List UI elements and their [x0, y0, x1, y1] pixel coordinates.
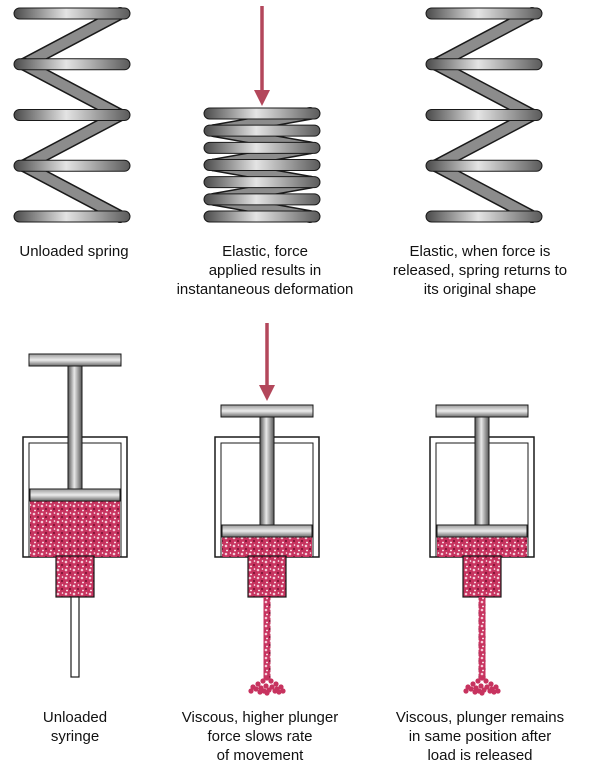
spring-coil-bar — [13, 210, 131, 223]
spring-unloaded — [13, 7, 131, 223]
spring-coil-diagonal-fill — [19, 8, 125, 70]
syringe-nozzle — [247, 555, 287, 598]
fluid-droplet — [488, 681, 494, 687]
fluid-droplet — [491, 689, 497, 695]
fluid-droplet — [255, 681, 261, 687]
fluid-droplets — [248, 675, 286, 696]
spring-coil-bar — [203, 193, 321, 206]
fluid-droplet — [468, 686, 474, 692]
fluid-droplet — [278, 684, 284, 690]
fluid-droplet — [483, 678, 489, 684]
fluid-droplet — [272, 688, 278, 694]
spring-coil-bar — [425, 7, 543, 20]
syringe-piston-head — [29, 488, 121, 502]
spring-coil-diagonal-fill — [431, 59, 537, 120]
fluid-droplet — [475, 678, 481, 684]
fluid-droplet — [479, 690, 485, 696]
fluid-droplet — [273, 681, 279, 687]
spring-coil-bar — [203, 141, 321, 154]
syringe-viscous-loaded — [214, 404, 320, 696]
spring-coil-diagonal-fill — [19, 110, 125, 171]
force-arrow-head — [259, 385, 275, 401]
fluid-droplet — [263, 683, 269, 689]
spring-coil-bar — [13, 109, 131, 121]
spring-coil-bar — [425, 210, 543, 223]
syringe-needle-flow — [263, 597, 271, 679]
syringe-viscous-released — [429, 404, 535, 696]
syringe-thumb-plate — [220, 404, 314, 418]
fluid-droplet — [253, 686, 259, 692]
fluid-droplet — [280, 688, 286, 694]
spring-coil-bar — [13, 7, 131, 20]
fluid-droplet — [276, 689, 282, 695]
syringe-nozzle — [462, 555, 502, 598]
spring-elastic-released — [425, 7, 543, 223]
fluid-droplet — [487, 688, 493, 694]
fluid-droplet — [463, 688, 469, 694]
syringe-piston-head — [221, 524, 313, 538]
syringes-row — [22, 323, 535, 696]
spring-coil-diagonal-fill — [431, 160, 537, 222]
caption-spring-unloaded: Unloaded spring — [19, 243, 129, 260]
spring-coil-bar — [203, 210, 321, 223]
syringe-unloaded — [22, 353, 128, 678]
fluid-droplets — [463, 675, 501, 696]
spring-coil-bar — [425, 159, 543, 172]
force-arrow-head — [254, 90, 270, 106]
caption-syringe-unloaded: Unloaded syringe — [42, 709, 108, 745]
syringe-thumb-plate — [28, 353, 122, 367]
syringe-fluid-barrel — [437, 537, 527, 557]
force-arrow-syringe — [259, 323, 275, 401]
spring-coil-bar — [425, 58, 543, 71]
spring-coil-bar — [203, 176, 321, 189]
spring-elastic-loaded — [203, 107, 321, 223]
syringe-fluid-barrel — [30, 501, 120, 557]
force-arrow-spring — [254, 6, 270, 106]
spring-coil-diagonal-fill — [19, 59, 125, 120]
fluid-droplet — [268, 678, 274, 684]
spring-coil-bar — [203, 107, 321, 120]
fluid-droplet — [472, 689, 478, 695]
fluid-droplet — [479, 675, 485, 681]
caption-spring-elastic-loaded: Elastic, force applied results in instan… — [176, 243, 354, 298]
syringe-thumb-plate — [435, 404, 529, 418]
syringe-nozzle — [55, 555, 95, 598]
fluid-droplet — [478, 683, 484, 689]
syringe-piston-head — [436, 524, 528, 538]
syringe-fluid-barrel — [222, 537, 312, 557]
caption-spring-elastic-released: Elastic, when force is released, spring … — [392, 243, 568, 298]
fluid-droplet — [260, 678, 266, 684]
spring-coil-diagonal-fill — [431, 8, 537, 70]
spring-coil-diagonal-fill — [19, 160, 125, 222]
fluid-droplet — [495, 688, 501, 694]
fluid-droplet — [264, 675, 270, 681]
caption-syringe-viscous-released: Viscous, plunger remains in same positio… — [395, 709, 565, 764]
spring-coil-bar — [203, 159, 321, 171]
fluid-droplet — [248, 688, 254, 694]
syringe-needle-flow — [478, 597, 486, 679]
spring-coil-bar — [13, 159, 131, 172]
spring-coil-bar — [203, 124, 321, 137]
syringe-needle — [70, 596, 80, 678]
syringe-plunger-rod — [474, 414, 490, 526]
fluid-droplet — [257, 689, 263, 695]
springs-row — [13, 6, 543, 223]
fluid-droplet — [264, 690, 270, 696]
spring-coil-bar — [13, 58, 131, 71]
syringe-plunger-rod — [67, 363, 83, 490]
fluid-droplet — [493, 684, 499, 690]
fluid-droplet — [470, 681, 476, 687]
syringe-plunger-rod — [259, 414, 275, 526]
caption-syringe-viscous-loaded: Viscous, higher plunger force slows rate… — [181, 709, 339, 764]
spring-coil-diagonal-fill — [431, 110, 537, 171]
spring-coil-bar — [425, 109, 543, 121]
